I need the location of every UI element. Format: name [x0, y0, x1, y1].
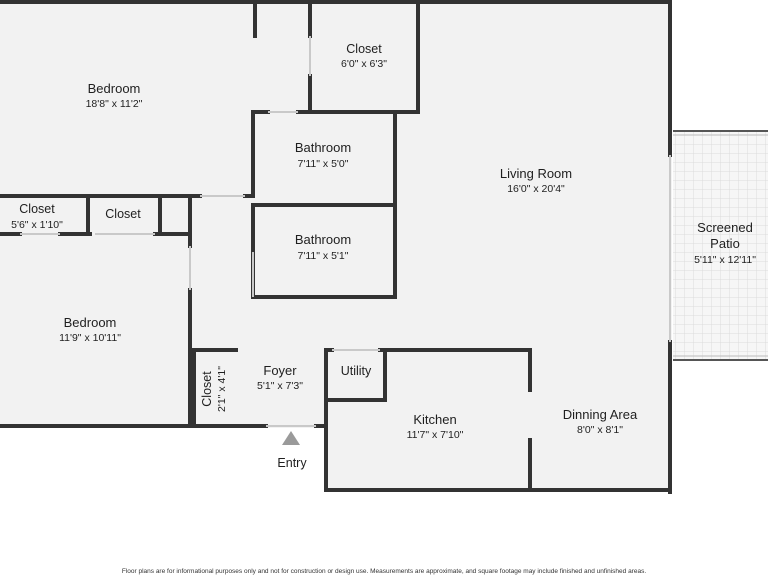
closet-mid-name: Closet [105, 207, 141, 221]
closet-foyer-name: Closet [200, 371, 214, 407]
bathroom-lower-name: Bathroom [295, 232, 351, 247]
bathroom-upper-dims: 7'11" x 5'0" [298, 158, 349, 170]
entry-arrow-icon [282, 431, 300, 445]
closet-top-name: Closet [346, 42, 382, 56]
door-openings [20, 36, 671, 427]
walls [0, 0, 672, 494]
bathroom-upper-name: Bathroom [295, 140, 351, 155]
foyer-dims: 5'1" x 7'3" [257, 380, 303, 392]
bedroom-top-dims: 18'8" x 11'2" [86, 98, 143, 110]
bedroom-bottom-dims: 11'9" x 10'11" [59, 332, 121, 344]
bedroom-top-name: Bedroom [88, 81, 141, 96]
patio-dims: 5'11" x 12'11" [694, 254, 756, 266]
closet-left-dims: 5'6" x 1'10" [11, 219, 63, 231]
utility-name: Utility [341, 364, 372, 378]
entry-label: Entry [277, 456, 307, 470]
screened-patio-area [673, 130, 768, 361]
living-room-name: Living Room [500, 166, 572, 181]
floor-fill [0, 2, 672, 492]
closet-foyer-dims: 2'1" x 4'1" [216, 366, 228, 412]
kitchen-dims: 11'7" x 7'10" [407, 429, 464, 441]
living-room-dims: 16'0" x 20'4" [507, 183, 565, 195]
bathroom-lower-dims: 7'11" x 5'1" [298, 250, 349, 262]
dining-area-dims: 8'0" x 8'1" [577, 424, 623, 436]
foyer-name: Foyer [263, 363, 297, 378]
patio-name-line1: Screened [697, 220, 753, 235]
patio-name-line2: Patio [710, 236, 740, 251]
kitchen-name: Kitchen [413, 412, 456, 427]
closet-top-dims: 6'0" x 6'3" [341, 58, 387, 70]
closet-left-name: Closet [19, 202, 55, 216]
dining-area-name: Dinning Area [563, 407, 638, 422]
bedroom-bottom-name: Bedroom [64, 315, 117, 330]
disclaimer-text: Floor plans are for informational purpos… [121, 568, 647, 575]
